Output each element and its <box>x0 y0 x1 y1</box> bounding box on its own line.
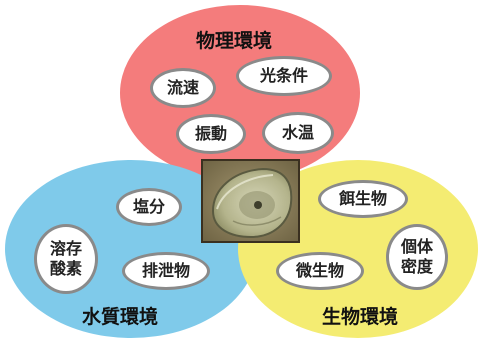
water-quality-environment-title: 水質環境 <box>82 306 159 328</box>
water-temperature-label: 水温 <box>262 112 334 154</box>
light-condition-label: 光条件 <box>236 56 332 96</box>
larva-image <box>203 161 298 241</box>
organism-photo <box>201 159 300 243</box>
microorganisms-label: 微生物 <box>276 252 364 290</box>
excretion-label: 排泄物 <box>122 252 210 290</box>
prey-organisms-label: 餌生物 <box>318 180 408 218</box>
population-density-label: 個体密度 <box>386 224 448 290</box>
physical-environment-title: 物理環境 <box>196 30 273 52</box>
biological-environment-title: 生物環境 <box>322 306 399 328</box>
vibration-label: 振動 <box>176 114 246 154</box>
flow-velocity-label: 流速 <box>150 68 216 108</box>
salinity-label: 塩分 <box>116 188 182 226</box>
dissolved-oxygen-label: 溶存酸素 <box>34 224 98 294</box>
